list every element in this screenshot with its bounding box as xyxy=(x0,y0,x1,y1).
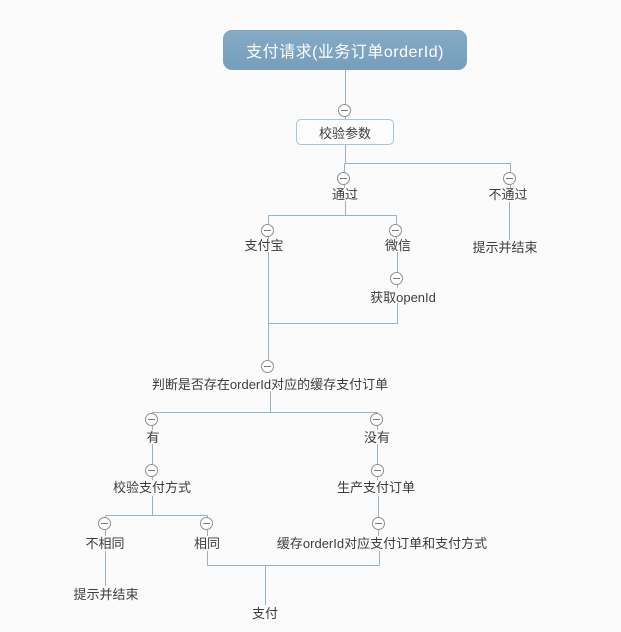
collapse-icon-fail[interactable] xyxy=(503,172,516,185)
node-not-same[interactable]: 不相同 xyxy=(85,536,125,551)
connector-judge-to-has-hasnot xyxy=(152,391,378,430)
collapse-icon-judge-cache[interactable] xyxy=(261,360,274,373)
collapse-icon-has-not[interactable] xyxy=(370,413,383,426)
node-check-params[interactable]: 校验参数 xyxy=(296,119,394,145)
collapse-icon-alipay[interactable] xyxy=(261,224,274,237)
node-verify-pay-method[interactable]: 校验支付方式 xyxy=(112,480,192,495)
node-same[interactable]: 相同 xyxy=(193,536,221,551)
node-judge-cache[interactable]: 判断是否存在orderId对应的缓存支付订单 xyxy=(151,377,389,392)
node-alipay[interactable]: 支付宝 xyxy=(244,238,284,253)
node-payment-request[interactable]: 支付请求(业务订单orderId) xyxy=(223,30,467,70)
node-has[interactable]: 有 xyxy=(146,430,160,445)
collapse-icon-not-same[interactable] xyxy=(98,517,111,530)
collapse-icon-check-params[interactable] xyxy=(338,104,351,117)
node-get-openid[interactable]: 获取openId xyxy=(370,290,436,305)
node-fail-end[interactable]: 提示并结束 xyxy=(472,240,538,255)
connector-pass-to-alipay-wechat xyxy=(268,201,397,239)
node-create-pay-order[interactable]: 生产支付订单 xyxy=(336,480,416,495)
connector-verify-to-same-notsame xyxy=(105,496,208,536)
collapse-icon-wechat[interactable] xyxy=(389,224,402,237)
collapse-icon-create-pay-order[interactable] xyxy=(371,464,384,477)
collapse-icon-pass[interactable] xyxy=(337,172,350,185)
collapse-icon-cache-order[interactable] xyxy=(372,517,385,530)
connector-merge-to-judge xyxy=(268,252,398,361)
node-cache-order[interactable]: 缓存orderId对应支付订单和支付方式 xyxy=(276,536,488,551)
node-wechat[interactable]: 微信 xyxy=(384,238,412,253)
node-fail[interactable]: 不通过 xyxy=(488,187,528,202)
collapse-icon-get-openid[interactable] xyxy=(390,272,403,285)
connector-same-cache-to-pay xyxy=(207,551,380,605)
connector-check-params-to-pass-fail xyxy=(344,145,511,188)
node-not-same-end[interactable]: 提示并结束 xyxy=(73,587,139,602)
node-pass[interactable]: 通过 xyxy=(331,187,359,202)
collapse-icon-has[interactable] xyxy=(145,413,158,426)
collapse-icon-same[interactable] xyxy=(200,517,213,530)
node-has-not[interactable]: 没有 xyxy=(363,430,391,445)
collapse-icon-verify-pay-method[interactable] xyxy=(145,464,158,477)
node-pay[interactable]: 支付 xyxy=(251,606,279,621)
